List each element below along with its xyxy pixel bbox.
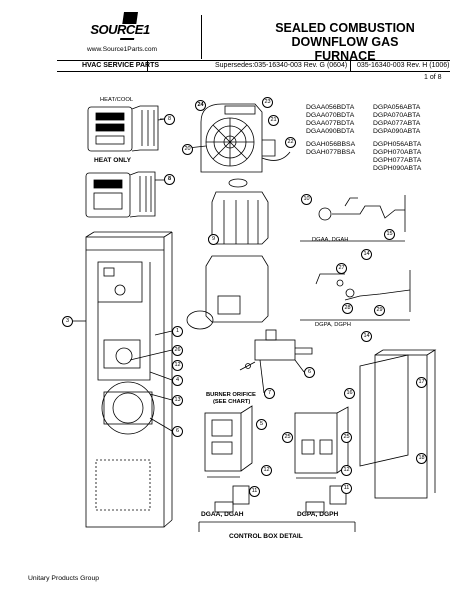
page-number: 1 of 8 bbox=[424, 74, 442, 81]
callout-25: 25 bbox=[341, 432, 352, 443]
callout-22: 23 bbox=[262, 97, 273, 108]
label-burner-orifice: BURNER ORIFICE bbox=[206, 392, 256, 398]
callout-27: 27 bbox=[336, 263, 347, 274]
model-number: DGPH056ABTA bbox=[373, 141, 422, 148]
callout-8b: 8 bbox=[164, 174, 175, 185]
source1-logo bbox=[90, 12, 152, 50]
brand-name: SOURCE bbox=[90, 22, 143, 37]
model-list-col2-group2: DGPH056ABTA DGPH070ABTA DGPH077ABTA DGPH… bbox=[373, 141, 421, 173]
callout-26: 26 bbox=[172, 345, 183, 356]
brand-digit: 1 bbox=[142, 22, 150, 37]
model-number: DGPA056ABTA bbox=[373, 104, 421, 111]
callout-6b: 6 bbox=[304, 367, 315, 378]
header-row-divider-2 bbox=[350, 60, 351, 71]
model-number: DGPA077ABTA bbox=[373, 120, 421, 128]
control-box-dgpa bbox=[294, 406, 349, 513]
callout-14: 14 bbox=[361, 249, 372, 260]
model-number: DGPH077ABTA bbox=[373, 157, 422, 165]
section-label: HVAC SERVICE PARTS bbox=[82, 62, 160, 69]
label-see-chart: (SEE CHART) bbox=[213, 399, 251, 405]
title-line-2: DOWNFLOW GAS FURNACE bbox=[291, 35, 399, 63]
model-number: DGAA070BDTA bbox=[306, 112, 355, 120]
callout-16: 16 bbox=[344, 388, 355, 399]
callout-5: 5 bbox=[256, 419, 267, 430]
callout-21: 22 bbox=[285, 137, 296, 148]
thermostat-heat-only bbox=[85, 171, 164, 218]
callout-10: 10 bbox=[301, 194, 312, 205]
model-number: DGPA070ABTA bbox=[373, 112, 421, 120]
callout-7: 7 bbox=[264, 388, 275, 399]
label-dgpa-dgph-upper: DGPA, DGPH bbox=[315, 322, 351, 328]
label-heat-cool: HEAT/COOL bbox=[100, 97, 134, 103]
furnace-cabinet bbox=[85, 231, 173, 528]
page-title: SEALED COMBUSTION DOWNFLOW GAS FURNACE bbox=[260, 21, 430, 63]
heat-exchanger bbox=[186, 178, 269, 330]
callout-4: 4 bbox=[172, 375, 183, 386]
label-heat-only: HEAT ONLY bbox=[94, 157, 132, 164]
flame-sensor-assembly-dgpa bbox=[300, 270, 411, 321]
callout-28: 28 bbox=[342, 303, 353, 314]
callout-11b: 11 bbox=[341, 483, 352, 494]
label-dgaa-dgah-lower: DGAA, DGAH bbox=[201, 511, 244, 518]
model-list-col1-group1: DGAA056BDTA DGAA070BDTA DGAA077BDTA DGAA… bbox=[306, 104, 354, 136]
model-number: DGPA090ABTA bbox=[373, 128, 421, 136]
header-divider bbox=[201, 15, 202, 59]
callout-20: 21 bbox=[268, 115, 279, 126]
callout-19: 20 bbox=[182, 144, 193, 155]
blower-assembly bbox=[200, 103, 291, 173]
header-row-divider-1 bbox=[147, 60, 148, 71]
logo-graphic bbox=[90, 12, 152, 40]
gas-valve bbox=[239, 329, 313, 371]
brand-text: SOURCE1 bbox=[88, 22, 152, 37]
callout-3: 3 bbox=[62, 316, 73, 327]
callout-24: 25 bbox=[282, 432, 293, 443]
model-number: DGAA077BDTA bbox=[306, 120, 355, 128]
label-dgaa-dgah-upper: DGAA, DGAH bbox=[312, 237, 349, 243]
callout-23: 24 bbox=[195, 100, 206, 111]
model-number: DGAH077BBSA bbox=[306, 149, 356, 157]
control-box-dgaa bbox=[204, 405, 253, 513]
label-dgpa-dgph-lower: DGPA, DGPH bbox=[297, 511, 339, 518]
callout-12c: 12 bbox=[341, 465, 352, 476]
callout-6: 6 bbox=[172, 426, 183, 437]
header-info-row: HVAC SERVICE PARTS Supersedes:035-16340-… bbox=[57, 60, 450, 72]
callout-12: 12 bbox=[172, 360, 183, 371]
flame-sensor-assembly-dgaa bbox=[300, 195, 406, 242]
title-line-1: SEALED COMBUSTION bbox=[275, 21, 415, 35]
model-number: DGAA056BDTA bbox=[306, 104, 355, 111]
callout-29: 29 bbox=[374, 305, 385, 316]
thermostat-heat-cool bbox=[87, 105, 166, 152]
callout-1: 1 bbox=[172, 326, 183, 337]
callout-13: 13 bbox=[172, 395, 183, 406]
website-link[interactable]: www.Source1Parts.com bbox=[87, 46, 157, 53]
supersedes-text: Supersedes:035-16340-003 Rev. G (0604) bbox=[215, 62, 348, 69]
callout-12b: 12 bbox=[261, 465, 272, 476]
callout-18: 18 bbox=[416, 453, 427, 464]
label-control-box-detail: CONTROL BOX DETAIL bbox=[229, 533, 303, 540]
doc-number: 035-16340-003 Rev. H (1006) bbox=[357, 62, 450, 69]
callout-14b: 14 bbox=[361, 331, 372, 342]
model-list-col1-group2: DGAH056BBSA DGAH077BBSA bbox=[306, 141, 355, 157]
model-number: DGAH056BBSA bbox=[306, 141, 356, 148]
callout-15: 15 bbox=[384, 229, 395, 240]
callout-11: 11 bbox=[249, 486, 260, 497]
callout-8: 8 bbox=[164, 114, 175, 125]
callout-9: 9 bbox=[208, 234, 219, 245]
model-number: DGAA090BDTA bbox=[306, 128, 355, 136]
callout-17: 17 bbox=[416, 377, 427, 388]
model-number: DGPH070ABTA bbox=[373, 149, 422, 157]
footer-company: Unitary Products Group bbox=[28, 575, 100, 582]
insulation-panel bbox=[359, 349, 437, 499]
model-list-col2-group1: DGPA056ABTA DGPA070ABTA DGPA077ABTA DGPA… bbox=[373, 104, 420, 136]
model-number: DGPH090ABTA bbox=[373, 165, 422, 173]
